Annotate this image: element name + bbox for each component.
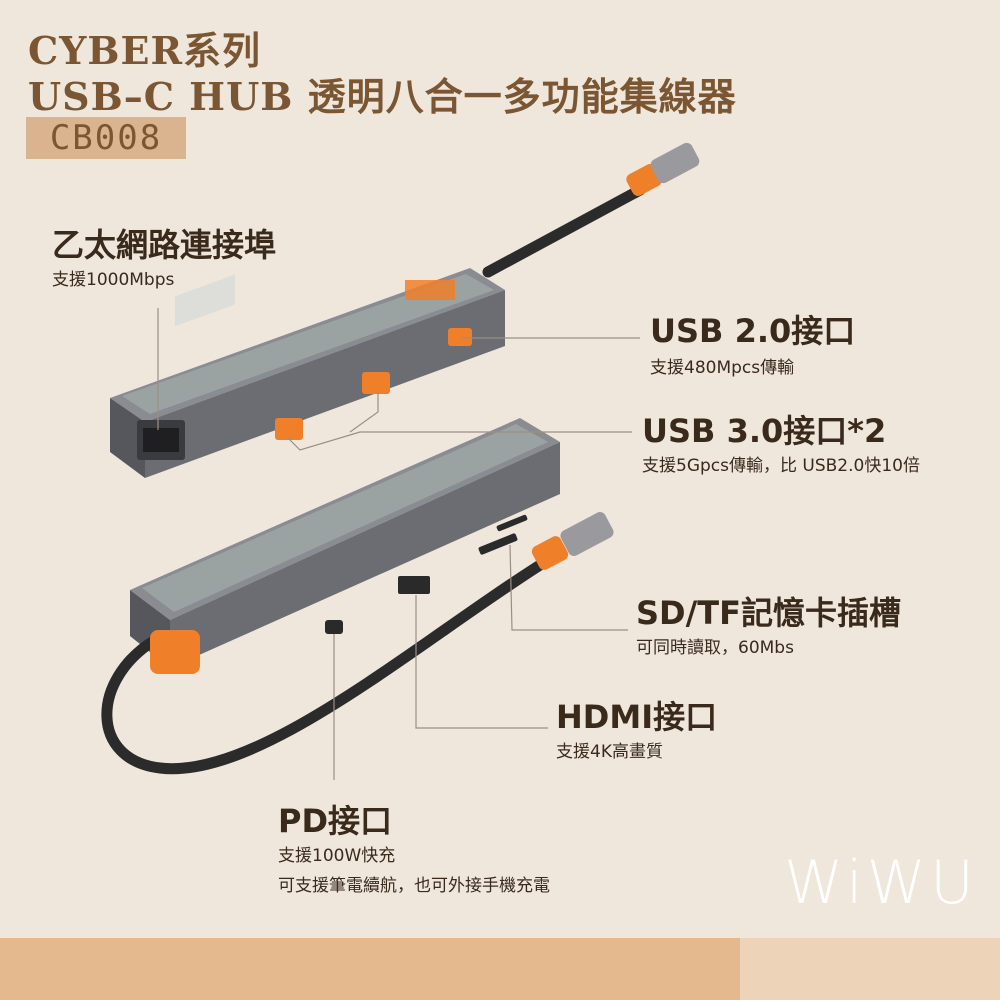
usb30-desc: 支援5Gpcs傳輸，比 USB2.0快10倍 [642, 456, 920, 476]
callout-lines [157, 308, 640, 780]
bottom-usb-c-plug [531, 512, 614, 570]
top-usb-c-plug [626, 142, 700, 196]
bottom-hub-cable [101, 554, 554, 775]
pd-desc-line2: 可支援筆電續航，也可外接手機充電 [278, 876, 550, 896]
footer-bar-right [740, 938, 1000, 1000]
hdmi-desc: 支援4K高畫質 [556, 742, 663, 762]
usb30-port-b [362, 372, 390, 394]
brand-logo: WiWU [784, 848, 978, 918]
top-hub-cable [482, 184, 646, 278]
pd-port [325, 620, 343, 634]
ethernet-port [137, 420, 185, 460]
ethernet-title: 乙太網路連接埠 [52, 226, 277, 264]
hdmi-port [398, 576, 430, 594]
ethernet-desc: 支援1000Mbps [52, 270, 175, 290]
pd-title: PD接口 [278, 802, 393, 840]
pd-desc-line1: 支援100W快充 [278, 846, 396, 866]
callout-usb30-a [287, 431, 632, 451]
callout-hdmi [415, 595, 548, 729]
usb30-port-a [275, 418, 303, 440]
callout-usb30-b [349, 392, 379, 433]
bottom-hub-body [130, 418, 560, 668]
callout-sdtf [509, 544, 628, 631]
footer-bar-left [0, 938, 740, 1000]
title-line-2: USB–C HUB 透明八合一多功能集線器 [28, 74, 737, 119]
sdtf-title: SD/TF記憶卡插槽 [636, 594, 901, 632]
bottom-cable-strain-relief [150, 630, 200, 674]
sdtf-desc: 可同時讀取，60Mbs [636, 638, 794, 658]
tf-slot [496, 514, 528, 532]
title-line-1: CYBER系列 [28, 28, 262, 73]
sd-slot [478, 533, 518, 555]
hdmi-title: HDMI接口 [556, 698, 718, 736]
usb20-desc: 支援480Mpcs傳輸 [650, 358, 795, 378]
top-hub-body [110, 268, 505, 478]
model-badge: CB008 [26, 117, 186, 159]
usb30-title: USB 3.0接口*2 [642, 412, 887, 450]
usb20-port [448, 328, 472, 346]
usb20-title: USB 2.0接口 [650, 312, 856, 350]
